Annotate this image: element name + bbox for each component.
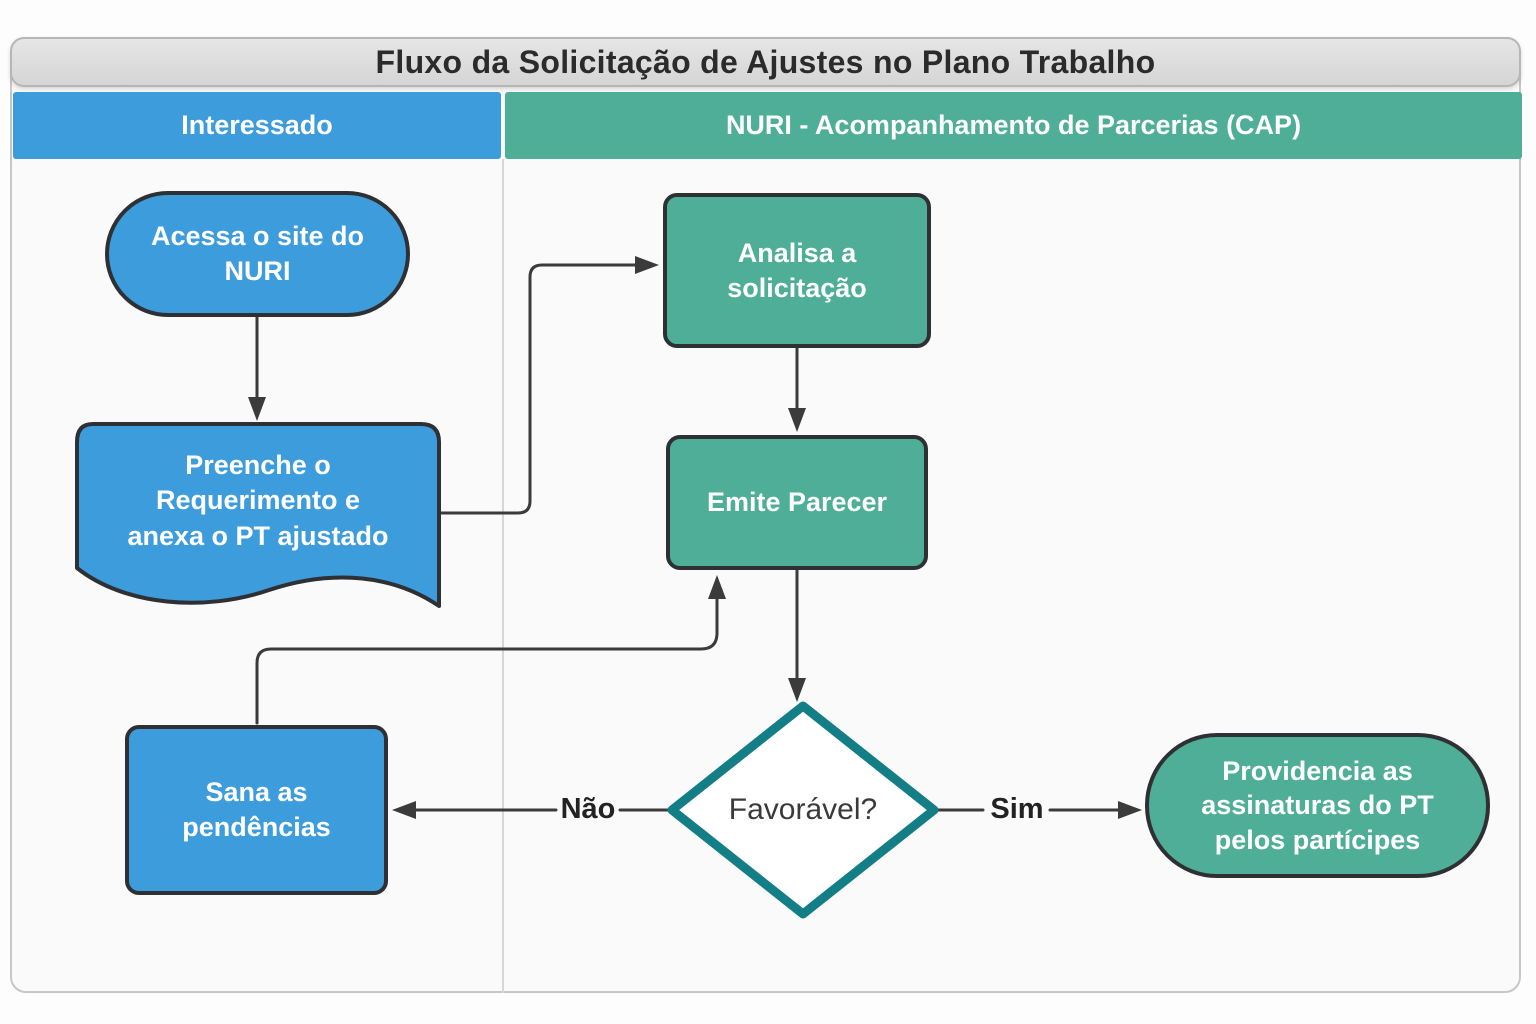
- terminator-providencia-assinaturas-label: Providencia as assinaturas do PT pelos p…: [1201, 755, 1434, 855]
- terminator-acessa-site-label: Acessa o site do NURI: [150, 221, 365, 286]
- lane-header-nuri-cap-label: NURI - Acompanhamento de Parcerias (CAP): [725, 110, 1302, 140]
- document-shape: [75, 422, 441, 608]
- lane-header-interessado: Interessado: [13, 92, 501, 159]
- decision-favoravel: Favorável?: [664, 698, 942, 922]
- diagram-title: Fluxo da Solicitação de Ajustes no Plano…: [375, 43, 1156, 80]
- edge-label-nao: Não: [560, 793, 616, 825]
- document-preenche-requerimento-label: Preenche o Requerimento e anexa o PT aju…: [127, 450, 389, 551]
- decision-favoravel-label: Favorável?: [728, 793, 878, 826]
- edge-label-sim: Sim: [990, 793, 1044, 825]
- diagram-title-bar: Fluxo da Solicitação de Ajustes no Plano…: [10, 37, 1521, 87]
- terminator-acessa-site: Acessa o site do NURI: [105, 191, 410, 317]
- process-sana-pendencias: Sana as pendências: [125, 725, 388, 895]
- process-emite-parecer-label: Emite Parecer: [706, 487, 888, 518]
- terminator-providencia-assinaturas: Providencia as assinaturas do PT pelos p…: [1145, 733, 1490, 878]
- process-analisa-solicitacao-label: Analisa a solicitação: [727, 237, 867, 303]
- process-emite-parecer: Emite Parecer: [666, 435, 928, 570]
- decision-diamond-shape: [667, 701, 939, 919]
- process-analisa-solicitacao: Analisa a solicitação: [663, 193, 931, 348]
- lane-divider: [502, 159, 504, 993]
- document-preenche-requerimento: Preenche o Requerimento e anexa o PT aju…: [73, 420, 443, 616]
- lane-header-interessado-label: Interessado: [181, 110, 333, 140]
- process-sana-pendencias-label: Sana as pendências: [182, 777, 331, 842]
- lane-header-nuri-cap: NURI - Acompanhamento de Parcerias (CAP): [505, 92, 1522, 159]
